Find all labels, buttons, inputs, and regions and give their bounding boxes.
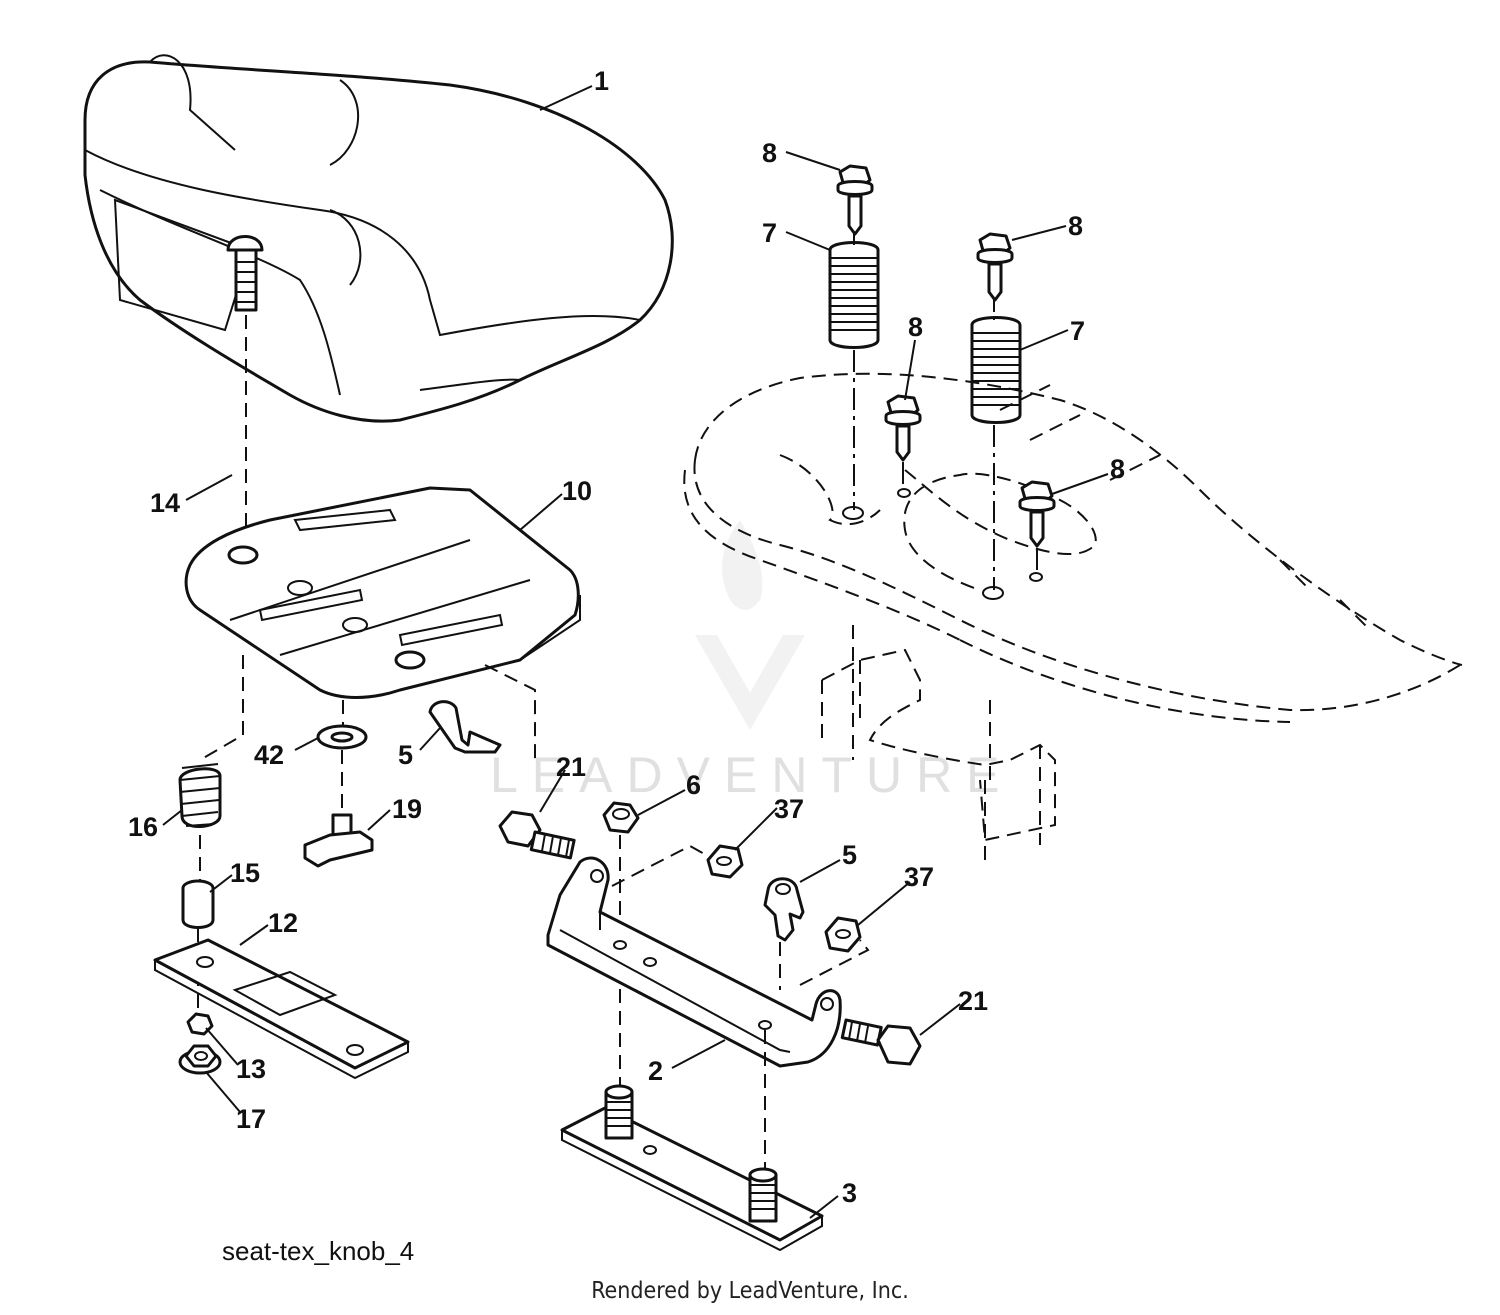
flat-washer	[316, 724, 368, 750]
mower-fender-outline	[683, 372, 1463, 723]
callout-2: 2	[648, 1056, 663, 1086]
leader-lines	[162, 85, 1109, 1219]
callout-16: 16	[128, 812, 158, 842]
callout-21-right: 21	[958, 986, 988, 1016]
flange-bolt-8-c	[884, 394, 922, 462]
callout-8-c: 8	[908, 312, 923, 342]
callout-15: 15	[230, 858, 260, 888]
coil-spring	[178, 763, 222, 829]
cable-clip	[428, 700, 502, 754]
frame-bracket-outline	[821, 648, 1056, 860]
callout-8-a: 8	[762, 138, 777, 168]
render-credit: Rendered by LeadVenture, Inc.	[591, 1278, 909, 1304]
watermark-logo	[695, 520, 805, 730]
lock-nut	[602, 801, 640, 834]
callout-14: 14	[150, 488, 180, 518]
spacer-bushing	[181, 879, 215, 929]
callout-8-d: 8	[1110, 454, 1125, 484]
callout-19: 19	[392, 794, 422, 824]
callout-17: 17	[236, 1104, 266, 1134]
flange-bolt-8-a	[836, 164, 874, 236]
hex-bolt-left	[498, 810, 576, 860]
spring-left	[828, 241, 880, 349]
carriage-bolt	[226, 235, 264, 312]
callout-7-left: 7	[762, 218, 777, 248]
callout-3: 3	[842, 1178, 857, 1208]
hex-nut-37-lower	[824, 916, 862, 953]
hex-nut-37-upper	[706, 844, 744, 879]
callout-37-upper: 37	[774, 794, 804, 824]
cable-clip-right	[763, 877, 805, 942]
callout-13: 13	[236, 1054, 266, 1084]
adjustment-knob	[303, 813, 374, 868]
figure-code-label: seat-tex_knob_4	[222, 1236, 415, 1266]
callout-42: 42	[254, 740, 284, 770]
callout-12: 12	[268, 908, 298, 938]
flange-nut-17	[178, 1044, 222, 1075]
callout-10: 10	[562, 476, 592, 506]
mounting-bracket	[546, 856, 842, 1068]
watermark-text: LEADVENTURE	[490, 747, 1014, 803]
spring-right	[970, 316, 1022, 424]
callout-21-left: 21	[556, 752, 586, 782]
callout-5-right: 5	[842, 840, 857, 870]
slide-plate	[153, 938, 410, 1080]
callout-7-right: 7	[1070, 316, 1085, 346]
callout-5-left: 5	[398, 740, 413, 770]
hex-bolt-right	[840, 1018, 922, 1066]
callout-37-lower: 37	[904, 862, 934, 892]
callout-8-b: 8	[1068, 211, 1083, 241]
seat	[83, 54, 674, 423]
flange-bolt-8-d	[1018, 480, 1056, 548]
seat-pan	[184, 486, 581, 699]
flange-bolt-8-b	[976, 232, 1014, 302]
callout-6: 6	[686, 770, 701, 800]
base-plate-with-studs	[560, 1084, 824, 1252]
callout-1: 1	[594, 66, 609, 96]
